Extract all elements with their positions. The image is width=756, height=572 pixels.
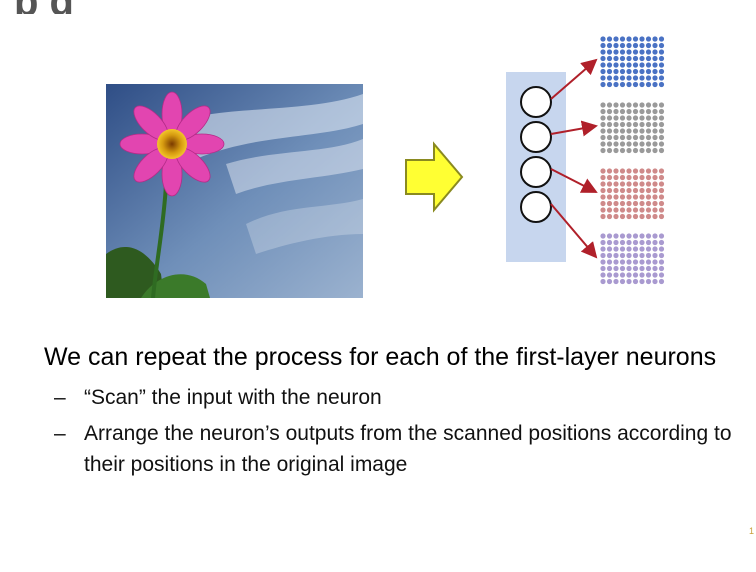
slide-title-fragment: p g: [14, 0, 184, 14]
output-map-grid: [600, 168, 664, 219]
flower-photo: [106, 84, 363, 298]
neuron-circle: [521, 87, 551, 117]
process-arrow-icon: [402, 140, 466, 214]
neuron-circle: [521, 157, 551, 187]
page-number: 1: [749, 526, 754, 536]
slide-text: We can repeat the process for each of th…: [44, 338, 744, 480]
bullet-item: – Arrange the neuron’s outputs from the …: [44, 418, 744, 480]
bullet-text: “Scan” the input with the neuron: [84, 386, 382, 409]
neuron-circle: [521, 122, 551, 152]
neuron-output-diagram: [500, 30, 670, 290]
output-map-grid: [600, 233, 664, 284]
main-statement: We can repeat the process for each of th…: [44, 338, 744, 376]
neuron-circle: [521, 192, 551, 222]
bullet-dash: –: [54, 418, 66, 449]
bullet-text: Arrange the neuron’s outputs from the sc…: [84, 422, 732, 476]
bullet-item: – “Scan” the input with the neuron: [44, 382, 744, 413]
bullet-list: – “Scan” the input with the neuron – Arr…: [44, 382, 744, 480]
bullet-dash: –: [54, 382, 66, 413]
output-map-grid: [600, 36, 664, 87]
output-map-grid: [600, 102, 664, 153]
